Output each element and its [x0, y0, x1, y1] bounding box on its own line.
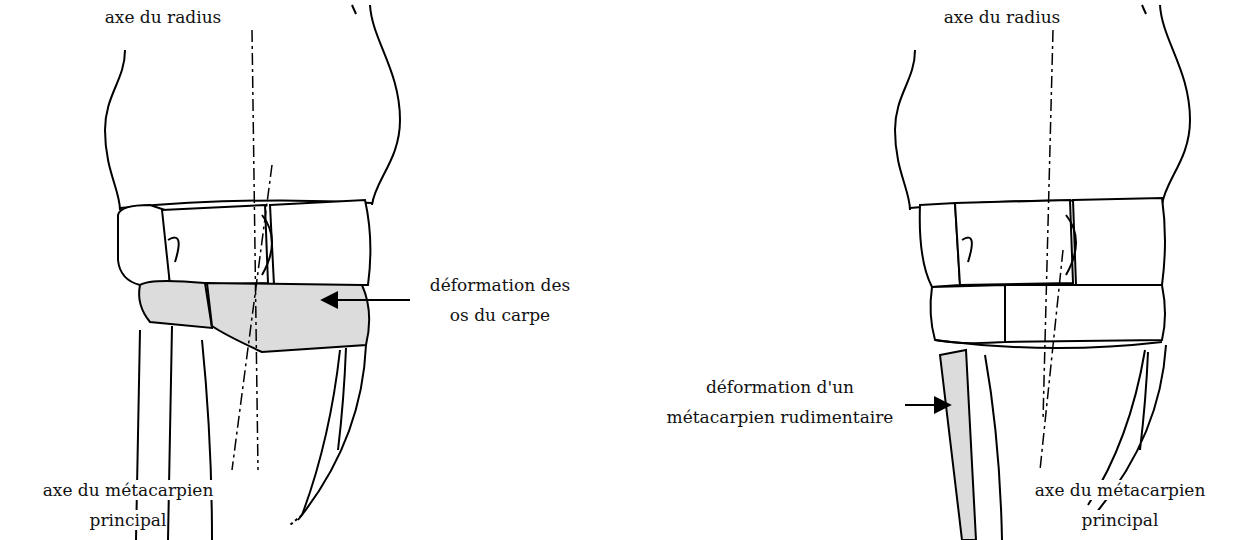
carpal-detail [962, 238, 972, 262]
radius-outline [895, 50, 915, 210]
label-text: axe du métacarpien principal [43, 480, 214, 530]
carpal-detail [935, 340, 1162, 348]
carpal-bone [270, 200, 370, 285]
carpal-bone [1073, 198, 1165, 285]
radius-outline [370, 5, 400, 205]
carpal-bone [1005, 285, 1165, 342]
carpal-detail [168, 238, 179, 262]
deformed-splint [940, 350, 976, 540]
radius-outline [105, 50, 125, 210]
label-text: axe du radius [944, 7, 1061, 27]
leader-arrow [905, 404, 950, 406]
carpal-detail [262, 215, 272, 275]
label-text: déformation des os du carpe [430, 275, 570, 325]
part-label: axe du métacarpien principal [26, 475, 231, 535]
carpal-bone [162, 205, 268, 285]
label-text: déformation d'un métacarpien rudimentair… [667, 377, 894, 427]
carpal-bone [920, 203, 960, 287]
part-label: axe du radius [53, 2, 273, 32]
main-metacarpal [985, 355, 1002, 540]
right-limb [895, 5, 1190, 540]
radius-outline [1142, 5, 1146, 14]
deformed-carpal [207, 283, 369, 352]
deformed-carpal [139, 281, 212, 328]
carpal-bone [931, 285, 1005, 343]
splint-bone [136, 326, 172, 540]
main-metacarpal [302, 350, 340, 515]
left-limb [105, 5, 400, 540]
carpal-detail [1066, 215, 1076, 275]
part-label: déformation d'un métacarpien rudimentair… [658, 372, 903, 432]
carpal-bone [955, 200, 1073, 285]
splint-bone [298, 345, 366, 520]
main-metacarpal [290, 515, 302, 525]
radius-outline [352, 5, 356, 14]
label-text: axe du radius [105, 7, 222, 27]
part-label: axe du métacarpien principal [1018, 475, 1223, 535]
radius-axis [1043, 30, 1053, 420]
radius-axis [252, 30, 258, 470]
label-text: axe du métacarpien principal [1035, 480, 1206, 530]
radius-outline [1160, 5, 1190, 205]
metacarpal-axis [1040, 250, 1063, 470]
leader-arrow [322, 299, 410, 301]
metacarpal-axis [232, 165, 272, 470]
main-metacarpal [202, 340, 212, 540]
part-label: déformation des os du carpe [420, 270, 580, 330]
part-label: axe du radius [892, 2, 1112, 32]
